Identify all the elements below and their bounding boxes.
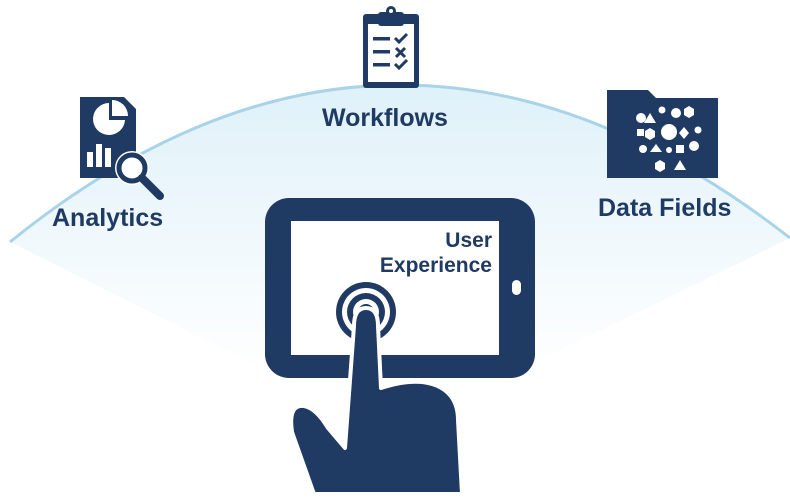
data-fields-label: Data Fields (598, 194, 732, 222)
tablet-touch-icon (265, 198, 535, 496)
user-experience-line1: User (445, 229, 492, 252)
report-magnifier-icon (80, 97, 164, 200)
tablet-screen (291, 221, 499, 355)
folder-shapes-icon (607, 90, 718, 178)
user-experience-label: User Experience (380, 228, 492, 278)
workflows-label: Workflows (322, 104, 448, 132)
clipboard-checklist-icon (363, 6, 419, 88)
analytics-label: Analytics (52, 204, 164, 232)
tablet-home-button (512, 280, 521, 295)
user-experience-line2: Experience (379, 254, 492, 277)
hand-icon (289, 306, 464, 496)
